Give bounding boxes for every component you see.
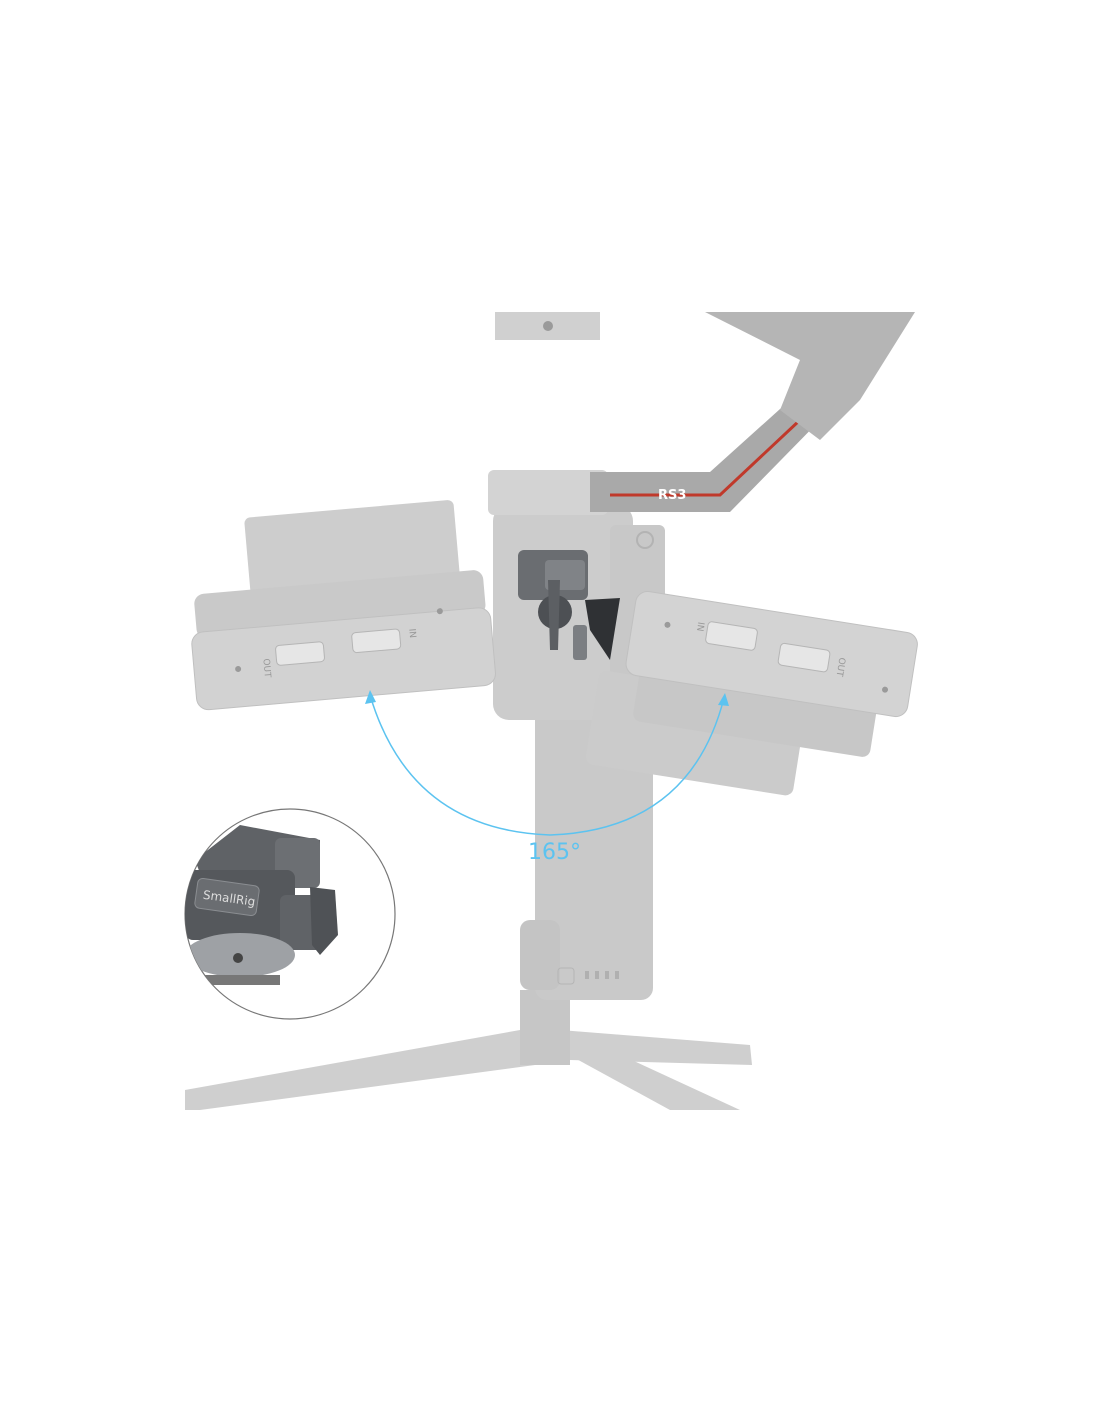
port-label-in-left: IN [406,628,417,638]
port-label-in-right: IN [694,621,705,632]
port-label-out-right: OUT [834,657,847,678]
gimbal-handle [520,700,653,1000]
port-label-out-left: OUT [260,658,272,678]
left-transmitter: OUT IN [191,500,496,711]
right-transmitter: IN OUT [585,590,918,796]
rotation-angle-label: 165° [528,840,581,865]
detail-callout: SmallRig [184,808,396,1020]
rotation-arc: 165° [365,690,729,865]
gimbal-model-label: RS3 [658,488,686,503]
monitor-mount [518,550,620,660]
tripod [185,990,752,1110]
gimbal-arm: RS3 [590,312,915,512]
